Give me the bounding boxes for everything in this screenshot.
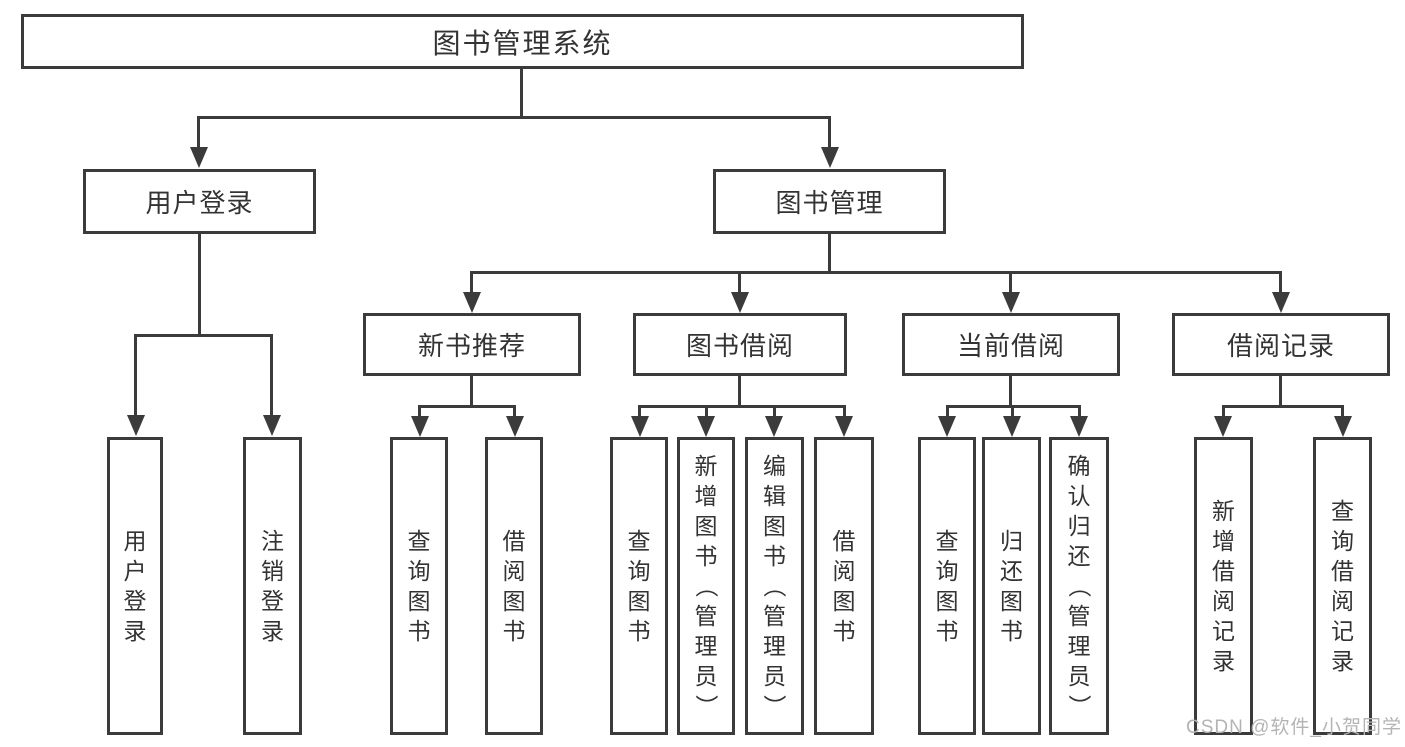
- connector-line: [638, 405, 846, 408]
- section-node-borrow-record: 借阅记录: [1172, 313, 1390, 376]
- connector-line: [1279, 376, 1282, 408]
- connector-line: [418, 405, 421, 417]
- connector-line: [520, 69, 523, 119]
- leaf-node-user-login: 用户登录: [107, 437, 163, 735]
- connector-line: [197, 116, 831, 119]
- arrow-down-icon: [731, 292, 749, 313]
- connector-line: [1009, 376, 1012, 408]
- connector-line: [1078, 405, 1081, 417]
- arrow-down-icon: [765, 416, 783, 437]
- arrow-down-icon: [127, 415, 145, 436]
- connector-line: [638, 405, 641, 417]
- connector-line: [1011, 405, 1014, 417]
- connector-line: [134, 334, 137, 416]
- leaf-node-query-books: 查询图书: [390, 437, 448, 735]
- branch-node-user-login: 用户登录: [83, 169, 316, 234]
- leaf-node-label: 确认归还（管理员）: [1066, 453, 1092, 718]
- section-node-new-book-recommend: 新书推荐: [363, 313, 581, 376]
- connector-line: [1341, 405, 1344, 417]
- leaf-node-query-books: 查询图书: [918, 437, 976, 735]
- leaf-node-confirm-return-admin: 确认归还（管理员）: [1049, 437, 1109, 735]
- leaf-node-add-books-admin: 新增图书（管理员）: [677, 437, 735, 735]
- connector-line: [418, 405, 516, 408]
- connector-line: [270, 334, 273, 416]
- connector-line: [843, 405, 846, 417]
- leaf-node-label: 查询图书: [407, 528, 431, 644]
- leaf-node-label: 查询借阅记录: [1331, 498, 1354, 674]
- connector-line: [1279, 271, 1282, 295]
- arrow-down-icon: [938, 416, 956, 437]
- leaf-node-query-borrow-record: 查询借阅记录: [1313, 437, 1372, 735]
- branch-node-label: 用户登录: [145, 188, 254, 218]
- connector-line: [470, 376, 473, 408]
- section-node-label: 图书借阅: [685, 331, 794, 361]
- leaf-node-query-books: 查询图书: [610, 437, 668, 735]
- connector-line: [1222, 405, 1344, 408]
- connector-line: [828, 234, 831, 274]
- connector-line: [738, 376, 741, 408]
- arrow-down-icon: [411, 416, 429, 437]
- section-node-label: 当前借阅: [956, 331, 1065, 361]
- connector-line: [470, 271, 473, 295]
- arrow-down-icon: [1334, 416, 1352, 437]
- leaf-node-label: 查询图书: [935, 528, 959, 644]
- connector-line: [705, 405, 708, 417]
- leaf-node-label: 注销登录: [261, 528, 284, 644]
- branch-node-book-management: 图书管理: [713, 169, 946, 234]
- connector-line: [738, 271, 741, 295]
- arrow-down-icon: [821, 147, 839, 168]
- leaf-node-add-borrow-record: 新增借阅记录: [1194, 437, 1253, 735]
- connector-line: [470, 271, 1282, 274]
- connector-line: [828, 116, 831, 148]
- root-node-label: 图书管理系统: [432, 27, 613, 59]
- connector-line: [197, 116, 200, 148]
- leaf-node-label: 新增图书（管理员）: [693, 453, 719, 718]
- arrow-down-icon: [835, 416, 853, 437]
- leaf-node-label: 新增借阅记录: [1212, 498, 1235, 674]
- arrow-down-icon: [1002, 292, 1020, 313]
- watermark: CSDN @软件_小贺同学: [1186, 717, 1402, 738]
- arrow-down-icon: [190, 147, 208, 168]
- arrow-down-icon: [1272, 292, 1290, 313]
- leaf-node-label: 编辑图书（管理员）: [761, 453, 788, 718]
- section-node-label: 新书推荐: [417, 331, 526, 361]
- leaf-node-logout: 注销登录: [243, 437, 302, 735]
- branch-node-label: 图书管理: [775, 188, 884, 218]
- leaf-node-label: 用户登录: [123, 528, 147, 644]
- leaf-node-borrow-books: 借阅图书: [814, 437, 874, 735]
- leaf-node-edit-books-admin: 编辑图书（管理员）: [745, 437, 804, 735]
- connector-line: [1222, 405, 1225, 417]
- root-node-library-system: 图书管理系统: [21, 14, 1024, 69]
- leaf-node-label: 借阅图书: [832, 528, 856, 644]
- section-node-book-borrow: 图书借阅: [633, 313, 847, 376]
- leaf-node-label: 查询图书: [627, 528, 651, 644]
- connector-line: [513, 405, 516, 417]
- leaf-node-label: 借阅图书: [502, 528, 526, 644]
- connector-line: [946, 405, 949, 417]
- connector-line: [1009, 271, 1012, 295]
- arrow-down-icon: [697, 416, 715, 437]
- section-node-label: 借阅记录: [1226, 331, 1335, 361]
- arrow-down-icon: [1070, 416, 1088, 437]
- connector-line: [134, 334, 273, 337]
- leaf-node-label: 归还图书: [1000, 528, 1023, 644]
- section-node-current-borrow: 当前借阅: [902, 313, 1120, 376]
- arrow-down-icon: [463, 292, 481, 313]
- arrow-down-icon: [506, 416, 524, 437]
- arrow-down-icon: [263, 415, 281, 436]
- arrow-down-icon: [1003, 416, 1021, 437]
- arrow-down-icon: [631, 416, 649, 437]
- leaf-node-return-books: 归还图书: [982, 437, 1041, 735]
- connector-line: [773, 405, 776, 417]
- arrow-down-icon: [1214, 416, 1232, 437]
- connector-line: [198, 234, 201, 337]
- leaf-node-borrow-books: 借阅图书: [485, 437, 543, 735]
